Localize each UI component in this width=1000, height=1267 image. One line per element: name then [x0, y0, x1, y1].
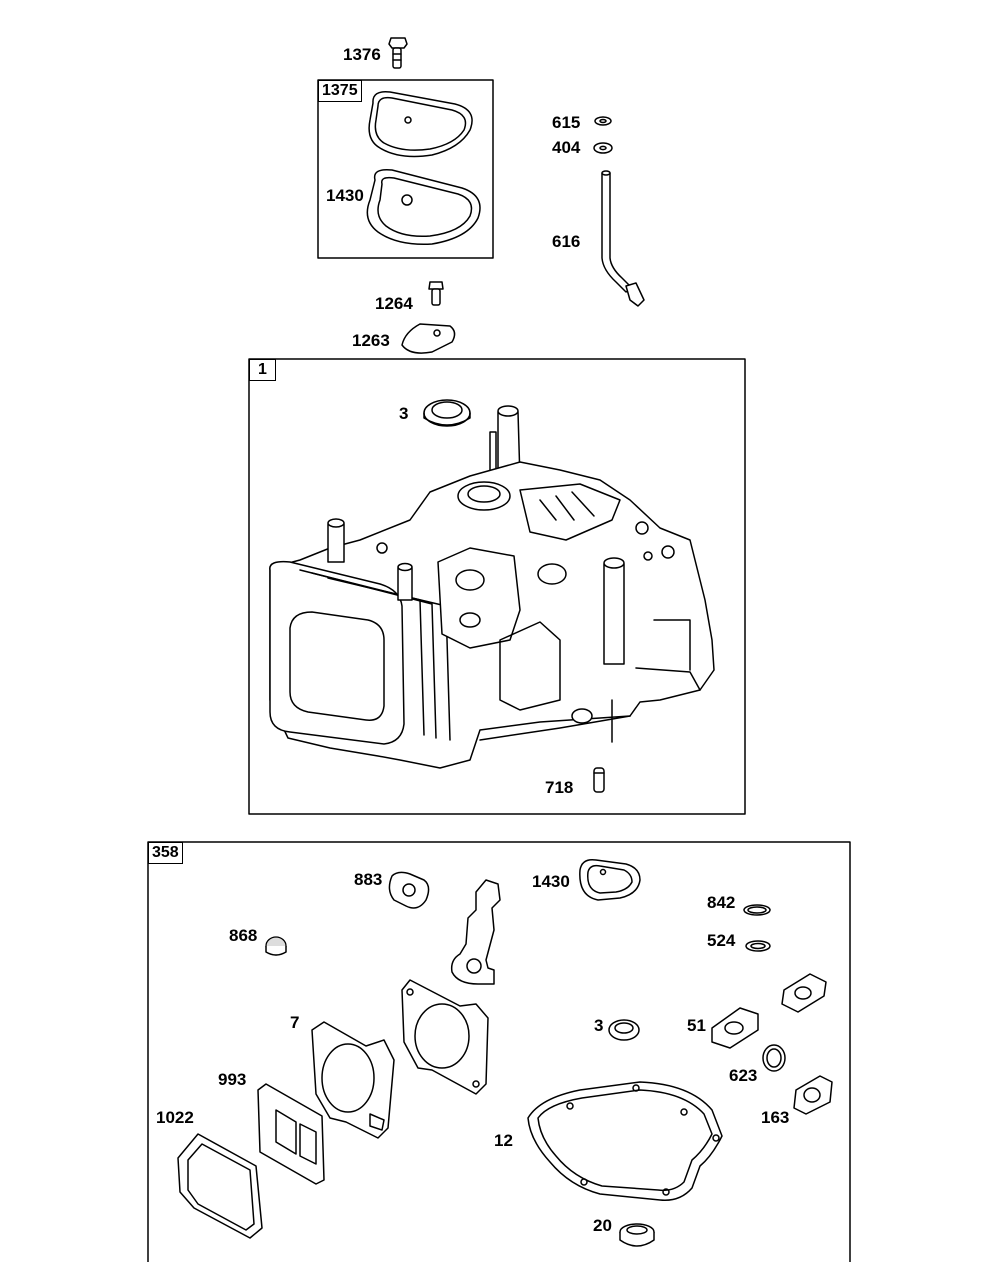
label-1430-set: 1430 [532, 872, 570, 891]
rocker-cover-gasket-1022 [177, 1133, 263, 1239]
label-12: 12 [494, 1131, 513, 1150]
label-842: 842 [707, 893, 736, 912]
intake-gasket-51 [711, 1007, 759, 1049]
label-3-set: 3 [594, 1016, 604, 1035]
heat-shield-gasket [450, 879, 501, 985]
dowel-pin-718 [593, 767, 605, 793]
sump-gasket-12 [527, 1081, 723, 1201]
oring-623 [762, 1044, 786, 1072]
breather-cover [368, 90, 473, 158]
label-20: 20 [593, 1216, 612, 1235]
head-gasket-rear [401, 979, 489, 1095]
label-7: 7 [290, 1013, 300, 1032]
label-616: 616 [552, 232, 581, 251]
bolt-1376 [388, 37, 408, 69]
label-51: 51 [687, 1016, 706, 1035]
grommet-615 [594, 116, 612, 126]
label-718: 718 [545, 778, 574, 797]
label-868: 868 [229, 926, 258, 945]
seal-404 [593, 142, 613, 154]
label-623: 623 [729, 1066, 758, 1085]
head-gasket-7 [311, 1021, 395, 1139]
seal-3-set [608, 1019, 640, 1041]
breather-gasket-1430 [366, 168, 481, 245]
breather-gasket-1430-set [579, 858, 641, 901]
intake-gasket-upper [781, 973, 827, 1013]
label-1022: 1022 [156, 1108, 194, 1127]
oring-842 [743, 904, 771, 916]
label-404: 404 [552, 138, 581, 157]
oring-524 [745, 940, 771, 952]
kit-1-frame [248, 358, 746, 815]
engine-block [269, 405, 715, 769]
rocker-gasket-993 [257, 1083, 325, 1185]
screw-1264 [428, 281, 444, 306]
gasket-883 [388, 871, 430, 909]
kit-1375-frame [317, 79, 494, 259]
label-1263: 1263 [352, 331, 390, 350]
kit-1375-tag: 1375 [318, 80, 362, 102]
oil-seal-20 [619, 1223, 655, 1247]
label-615: 615 [552, 113, 581, 132]
kit-1-tag: 1 [249, 359, 276, 381]
label-1264: 1264 [375, 294, 413, 313]
label-163: 163 [761, 1108, 790, 1127]
seal-3-block [423, 399, 471, 427]
plate-1263 [401, 323, 456, 354]
label-1430-kit: 1430 [326, 186, 364, 205]
label-883: 883 [354, 870, 383, 889]
label-993: 993 [218, 1070, 247, 1089]
label-3-block: 3 [399, 404, 409, 423]
kit-358-frame [147, 841, 851, 1267]
dipstick-616 [601, 170, 645, 307]
kit-358-tag: 358 [148, 842, 183, 864]
gasket-163 [793, 1075, 833, 1115]
label-1376: 1376 [343, 45, 381, 64]
plug-868 [265, 936, 287, 956]
label-524: 524 [707, 931, 736, 950]
